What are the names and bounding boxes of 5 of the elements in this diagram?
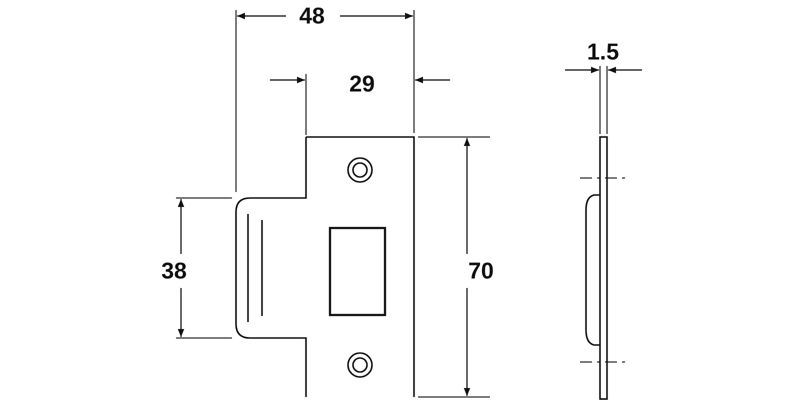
dimension-label: 29 xyxy=(349,72,375,96)
dimension-label: 1.5 xyxy=(587,40,619,64)
dimension-label: 48 xyxy=(299,4,325,28)
dimension-label: 70 xyxy=(468,260,494,282)
dimension-label: 38 xyxy=(161,260,187,282)
